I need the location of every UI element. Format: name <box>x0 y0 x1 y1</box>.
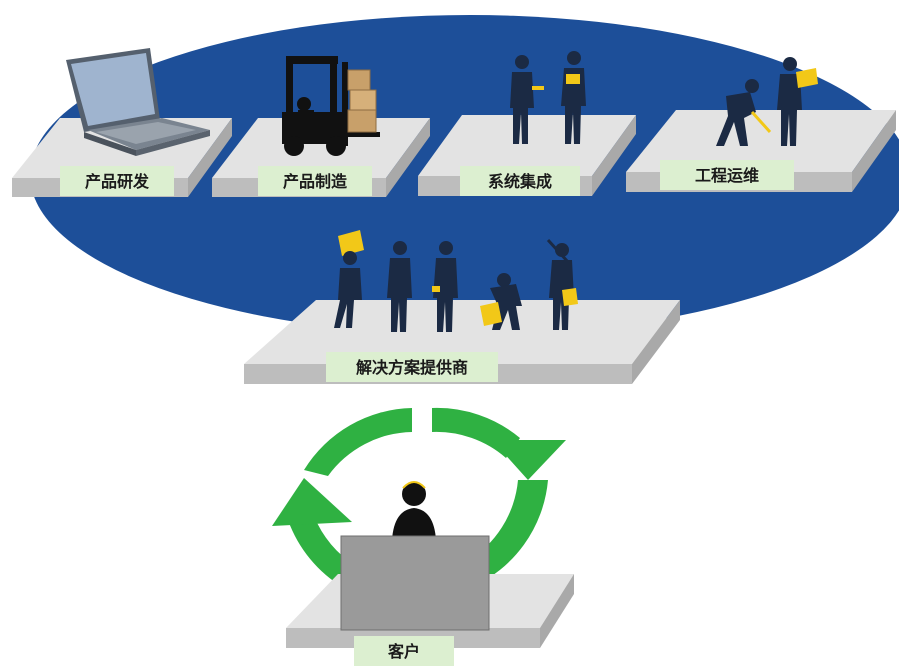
laptop-icon <box>66 48 210 156</box>
label-box-engineering-ops <box>660 160 794 190</box>
label-system-integration: 系统集成 <box>488 172 552 191</box>
label-box-system-integration <box>460 166 580 196</box>
service-cycle-arrows <box>272 407 566 588</box>
platform-engineering-ops: 工程运维 <box>626 110 896 192</box>
workers-maintenance-icon <box>716 57 818 146</box>
label-box-product-rd <box>60 166 174 196</box>
label-box-customer <box>354 636 454 666</box>
label-customer: 客户 <box>388 642 420 661</box>
customer-service-agent-icon <box>340 481 490 631</box>
platform-system-integration: 系统集成 <box>418 115 636 196</box>
label-box-solution-provider <box>326 352 498 382</box>
cycle-arrow-right-head <box>492 440 566 480</box>
cycle-arrow-left-upper <box>304 408 412 476</box>
label-product-rd: 产品研发 <box>85 172 150 191</box>
platform-solution-provider: 解决方案提供商 <box>244 300 680 384</box>
workers-meeting-icon <box>510 51 586 144</box>
platform-product-mfg: 产品制造 <box>212 118 430 197</box>
worker-team-icon <box>334 230 578 332</box>
cycle-arrow-left <box>288 516 356 588</box>
cycle-arrow-left-head <box>272 478 352 526</box>
label-solution-provider: 解决方案提供商 <box>356 358 468 377</box>
label-engineering-ops: 工程运维 <box>695 166 759 185</box>
forklift-icon <box>282 56 380 156</box>
label-box-product-mfg <box>258 166 372 196</box>
label-product-mfg: 产品制造 <box>283 172 348 191</box>
